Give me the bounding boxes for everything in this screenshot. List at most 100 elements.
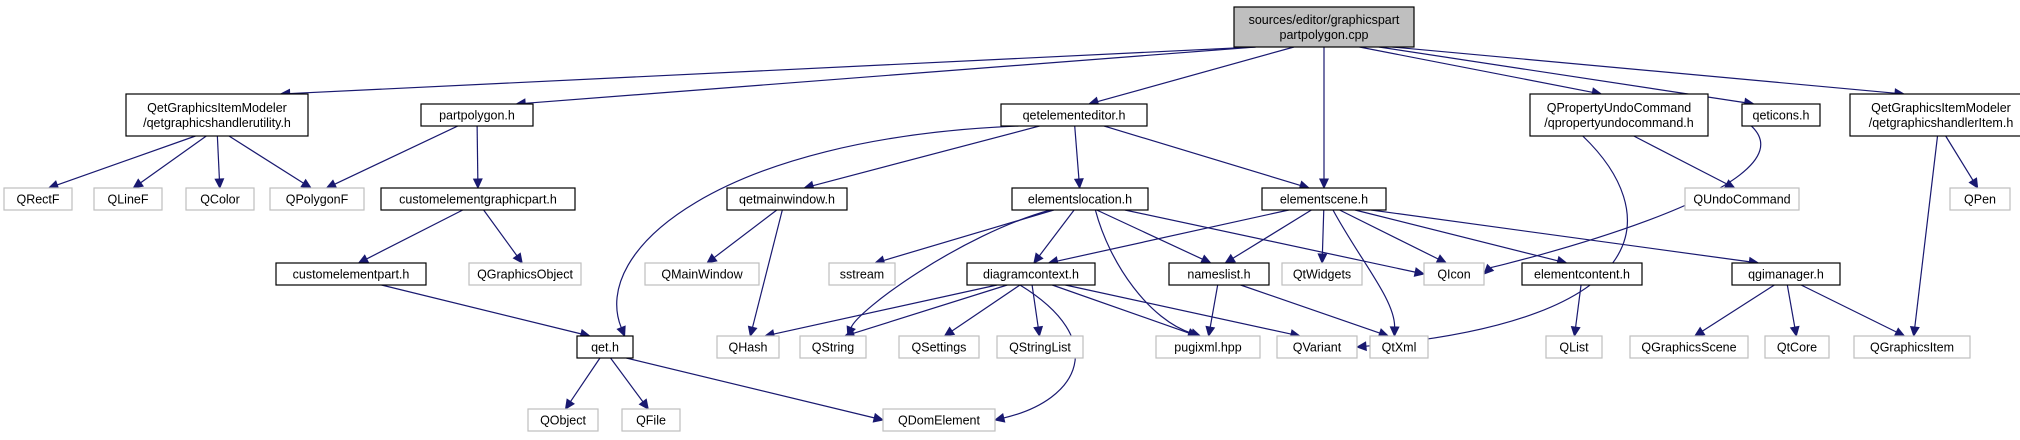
- arrowhead-icon: [1389, 326, 1400, 338]
- node-label: QetGraphicsItemModeler: [1871, 101, 2011, 115]
- node-box: [882, 408, 996, 432]
- edge-diagramcontext-to-QDomElement: [993, 284, 1076, 423]
- node-label: QFile: [636, 414, 666, 428]
- node-label: QUndoCommand: [1693, 193, 1790, 207]
- arrowhead-icon: [943, 326, 956, 337]
- edge-line: [570, 357, 601, 402]
- edge-qetgraphicshandleritem-to-QPen: [1945, 135, 1979, 190]
- node-customelementgraphicpart[interactable]: customelementgraphicpart.h: [380, 187, 576, 211]
- arrowhead-icon: [512, 252, 523, 264]
- edge-line: [1914, 135, 1939, 328]
- node-root[interactable]: sources/editor/graphicspartpartpolygon.c…: [1233, 6, 1415, 48]
- node-elementscene[interactable]: elementscene.h: [1261, 187, 1387, 211]
- node-label: /qpropertyundocommand.h: [1544, 116, 1693, 130]
- arrowhead-icon: [1789, 325, 1800, 338]
- node-label: customelementgraphicpart.h: [399, 193, 557, 207]
- node-box: [621, 408, 681, 432]
- node-box: [1764, 335, 1830, 359]
- edge-qetelementeditor-to-qetmainwindow: [803, 125, 1040, 191]
- edge-line: [1489, 125, 1762, 269]
- node-QHash: QHash: [716, 335, 780, 359]
- edge-line: [1359, 46, 1593, 93]
- edge-line: [1392, 46, 1896, 94]
- node-partpolygon[interactable]: partpolygon.h: [420, 103, 534, 127]
- arrowhead-icon: [638, 398, 649, 410]
- edges: [47, 46, 1979, 423]
- arrowhead-icon: [564, 398, 575, 410]
- edge-root-to-qetgraphicshandlerutility: [279, 46, 1256, 99]
- arrowhead-icon: [1413, 267, 1426, 277]
- node-qetgraphicshandleritem[interactable]: QetGraphicsItemModeler/qetgraphicshandle…: [1849, 93, 2020, 137]
- edge-elementcontent-to-QList: [1570, 284, 1582, 338]
- node-QPolygonF: QPolygonF: [269, 187, 365, 211]
- node-label: QSettings: [912, 341, 967, 355]
- node-box: [1281, 262, 1363, 286]
- node-elementcontent[interactable]: elementcontent.h: [1521, 262, 1643, 286]
- node-label: QRectF: [16, 193, 59, 207]
- node-label: QGraphicsItem: [1870, 341, 1954, 355]
- node-label: qetelementeditor.h: [1023, 109, 1126, 123]
- arrowhead-icon: [1033, 325, 1044, 338]
- node-qgimanager[interactable]: qgimanager.h: [1731, 262, 1841, 286]
- edge-line: [853, 284, 1008, 334]
- node-qetmainwindow[interactable]: qetmainwindow.h: [726, 187, 848, 211]
- edge-line: [140, 135, 207, 184]
- edge-line: [525, 46, 1256, 104]
- node-box: [1276, 335, 1358, 359]
- node-label: QMainWindow: [661, 268, 743, 282]
- edge-qeticons-to-QIcon: [1483, 125, 1762, 275]
- arrowhead-icon: [1909, 325, 1920, 338]
- edge-qetmainwindow-to-QHash: [747, 209, 783, 338]
- arrowhead-icon: [872, 412, 885, 423]
- node-box: [1011, 187, 1149, 211]
- edge-nameslist-to-pugixml: [1205, 284, 1219, 338]
- node-QPen: QPen: [1949, 187, 2011, 211]
- edge-customelementgraphicpart-to-customelementpart: [357, 209, 464, 264]
- arrowhead-icon: [1355, 341, 1367, 352]
- node-box: [93, 187, 163, 211]
- node-QUndoCommand: QUndoCommand: [1684, 187, 1800, 211]
- arrowhead-icon: [1073, 178, 1084, 190]
- node-box: [468, 262, 582, 286]
- node-nameslist[interactable]: nameslist.h: [1168, 262, 1270, 286]
- edge-line: [1038, 209, 1075, 257]
- arrowhead-icon: [993, 412, 1006, 423]
- node-label: QetGraphicsItemModeler: [147, 101, 287, 115]
- node-qetgraphicshandlerutility[interactable]: QetGraphicsItemModeler/qetgraphicshandle…: [125, 93, 309, 137]
- node-label: QIcon: [1437, 268, 1470, 282]
- edge-line: [751, 209, 783, 328]
- arrowhead-icon: [1317, 253, 1328, 265]
- edge-elementscene-to-QtXml: [1332, 209, 1400, 338]
- node-label: diagramcontext.h: [983, 268, 1079, 282]
- edge-diagramcontext-to-pugixml: [1052, 284, 1199, 338]
- node-qet[interactable]: qet.h: [576, 335, 634, 359]
- node-qpropertyundocommand[interactable]: QPropertyUndoCommand/qpropertyundocomman…: [1529, 93, 1709, 137]
- edge-line: [1633, 135, 1727, 185]
- edge-customelementgraphicpart-to-QGraphicsObject: [483, 209, 523, 264]
- node-box: [1155, 335, 1261, 359]
- node-box: [726, 187, 848, 211]
- node-qetelementeditor[interactable]: qetelementeditor.h: [1000, 103, 1148, 127]
- node-box: [1233, 6, 1415, 48]
- edge-line: [1365, 135, 1628, 347]
- node-box: [1684, 187, 1800, 211]
- node-box: [1423, 262, 1485, 286]
- node-elementslocation[interactable]: elementslocation.h: [1011, 187, 1149, 211]
- node-QObject: QObject: [527, 408, 599, 432]
- edge-elementscene-to-qgimanager: [1371, 209, 1760, 267]
- node-label: qgimanager.h: [1748, 268, 1824, 282]
- edge-line: [1031, 284, 1039, 328]
- edge-line: [1378, 46, 1745, 104]
- edge-line: [1097, 46, 1295, 103]
- edge-elementslocation-to-diagramcontext: [1033, 209, 1075, 264]
- node-box: [1000, 103, 1148, 127]
- node-qeticons[interactable]: qeticons.h: [1741, 103, 1821, 127]
- node-label: qetmainwindow.h: [739, 193, 835, 207]
- node-pugixml: pugixml.hpp: [1155, 335, 1261, 359]
- node-diagramcontext[interactable]: diagramcontext.h: [966, 262, 1096, 286]
- node-customelementpart[interactable]: customelementpart.h: [275, 262, 427, 286]
- edge-line: [1339, 209, 1439, 260]
- node-box: [1849, 93, 2020, 137]
- node-box: [828, 262, 896, 286]
- node-QRectF: QRectF: [3, 187, 73, 211]
